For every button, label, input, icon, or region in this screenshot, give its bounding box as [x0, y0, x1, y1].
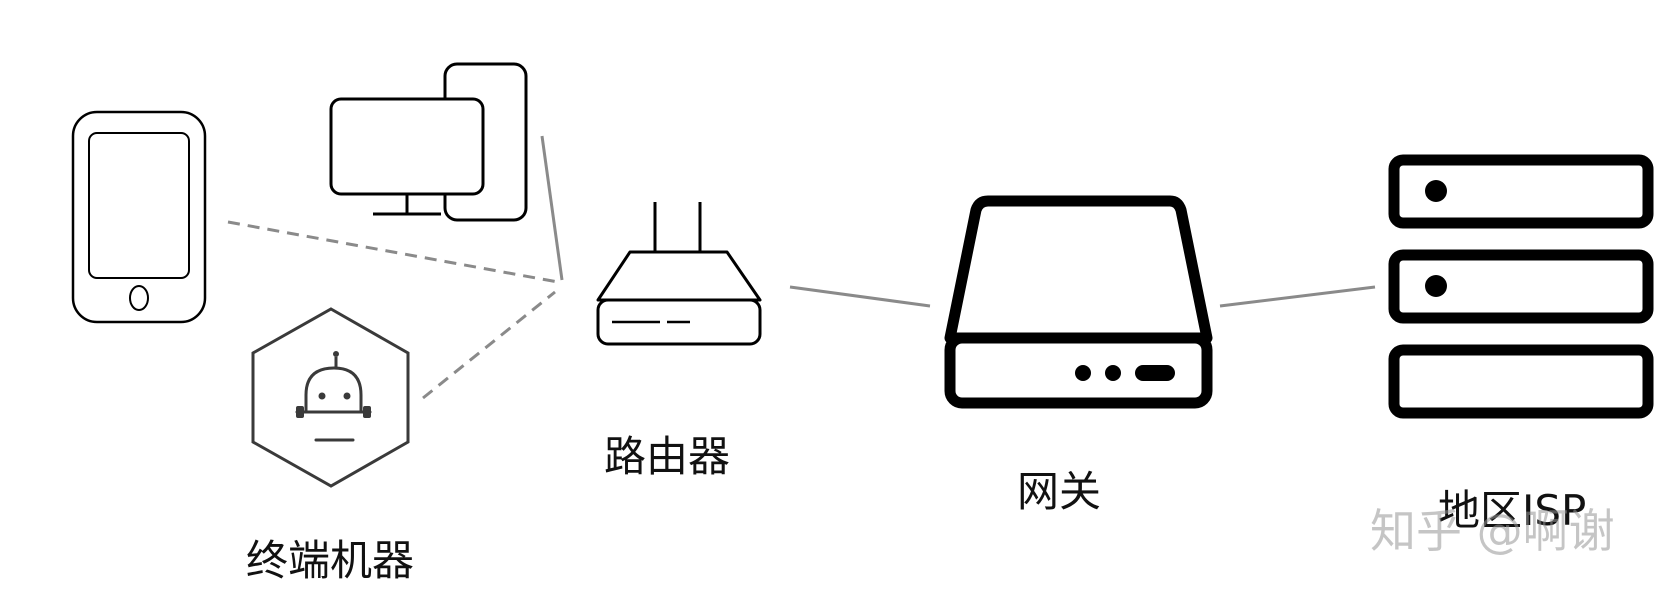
link-gateway-isp [1219, 285, 1376, 308]
router-label: 路由器 [604, 432, 731, 481]
link-desktop-router [540, 135, 564, 281]
connections [227, 135, 1376, 400]
gateway-icon [944, 195, 1213, 409]
tablet-icon [71, 110, 207, 324]
desktop-computer-icon [329, 62, 528, 222]
watermark: 知乎 @啊谢 [1370, 504, 1615, 558]
link-tablet-router [227, 220, 559, 284]
link-robot-router [422, 290, 556, 400]
router-icon [596, 202, 762, 346]
terminal-label: 终端机器 [246, 536, 415, 585]
link-router-gateway [789, 285, 931, 308]
gateway-label: 网关 [1017, 467, 1102, 516]
isp-label: 地区ISP [1438, 486, 1587, 535]
server-rack-icon [1388, 154, 1654, 419]
robot-icon [251, 307, 410, 488]
